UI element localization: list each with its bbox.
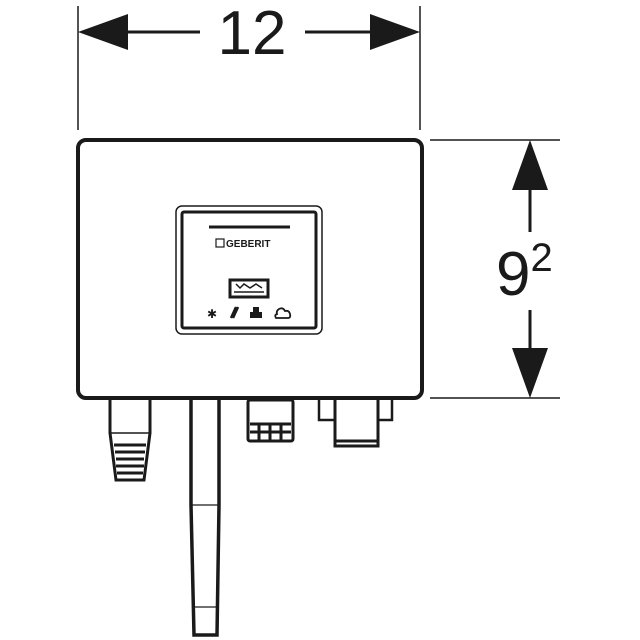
width-label: 12	[218, 0, 287, 68]
width-dimension: 12	[77, 0, 421, 130]
device: GEBERIT ✱	[76, 138, 424, 637]
power-connector	[317, 400, 394, 448]
height-label-base: 9	[496, 240, 530, 309]
link-icon	[229, 306, 240, 319]
network-icon	[250, 307, 262, 318]
front-panel: GEBERIT ✱	[175, 205, 323, 335]
bluetooth-icon: ✱	[207, 307, 217, 321]
arrow-down	[512, 348, 548, 398]
cloud-icon	[274, 307, 292, 319]
height-dimension: 92	[430, 139, 560, 399]
housing	[76, 138, 424, 400]
arrow-up	[512, 140, 548, 190]
terminal-connector	[246, 398, 295, 443]
ethernet-connector	[108, 400, 152, 482]
height-label-sup: 2	[530, 236, 552, 280]
arrow-right	[370, 14, 420, 50]
usb-port	[228, 278, 270, 299]
height-label: 92	[496, 236, 553, 309]
logo-mark	[215, 238, 225, 248]
logo: GEBERIT	[226, 239, 270, 250]
antenna	[189, 400, 221, 637]
arrow-left	[78, 14, 128, 50]
